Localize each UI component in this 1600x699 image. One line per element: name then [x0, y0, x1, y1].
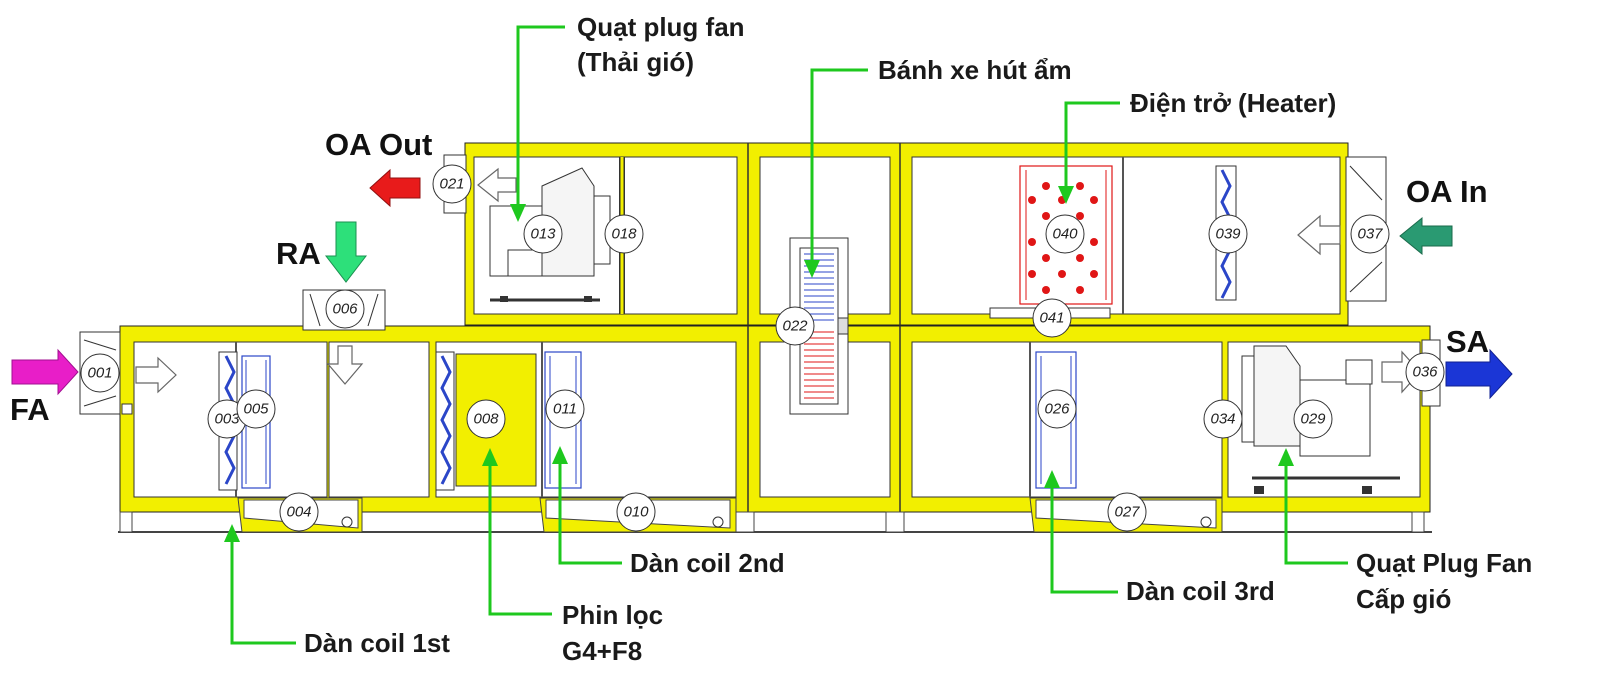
svg-text:018: 018 [611, 226, 637, 243]
svg-text:001: 001 [87, 365, 112, 382]
drain-pans [237, 497, 1223, 533]
ra-flow-arrow [324, 221, 368, 283]
svg-text:003: 003 [214, 411, 240, 428]
leader-exhaust-fan [516, 25, 565, 210]
svg-text:041: 041 [1039, 310, 1064, 327]
tag-011: 011 [545, 389, 585, 429]
svg-text:008: 008 [473, 411, 499, 428]
callout-coil-1st: Dàn coil 1st [304, 628, 450, 658]
svg-text:010: 010 [623, 504, 649, 521]
tag-005: 005 [236, 389, 276, 429]
tag-034: 034 [1203, 399, 1243, 439]
tag-036: 036 [1405, 352, 1445, 392]
airflow-arrow-exhaust [477, 167, 517, 203]
tag-018: 018 [604, 214, 644, 254]
tag-039: 039 [1208, 214, 1248, 254]
tag-001: 001 [80, 353, 120, 393]
svg-text:027: 027 [1114, 504, 1140, 521]
supply-plug-fan [1241, 345, 1400, 494]
svg-text:034: 034 [1210, 411, 1235, 428]
leader-lines [230, 25, 1348, 645]
svg-text:022: 022 [782, 318, 808, 335]
svg-text:029: 029 [1300, 411, 1326, 428]
svg-text:011: 011 [553, 401, 577, 418]
sa-flow-arrow [1445, 348, 1513, 400]
tag-004: 004 [279, 492, 319, 532]
flow-label-sa: SA [1446, 324, 1489, 359]
svg-text:036: 036 [1412, 364, 1438, 381]
svg-text:006: 006 [332, 301, 358, 318]
svg-text:013: 013 [530, 226, 556, 243]
tag-010: 010 [616, 492, 656, 532]
leader-wheel [810, 68, 868, 266]
tag-026: 026 [1037, 389, 1077, 429]
leader-arrowheads [224, 186, 1294, 542]
leader-coil-3rd [1050, 480, 1118, 594]
tag-027: 027 [1107, 492, 1147, 532]
leader-coil-1st [230, 534, 296, 645]
callout-exhaust-fan: Quạt plug fan(Thải gió) [577, 12, 745, 77]
fa-flow-arrow [11, 348, 79, 396]
svg-text:037: 037 [1357, 226, 1383, 243]
tag-003: 003 [207, 399, 247, 439]
airflow-arrow-oa-in [1297, 214, 1341, 256]
leader-heater [1064, 101, 1120, 192]
callout-heater: Điện trở (Heater) [1130, 88, 1336, 118]
tag-006: 006 [325, 289, 365, 329]
tag-022: 022 [775, 306, 815, 346]
svg-text:026: 026 [1044, 401, 1070, 418]
callout-wheel: Bánh xe hút ẩm [878, 55, 1072, 85]
tag-021: 021 [432, 164, 472, 204]
flow-label-oa-in: OA In [1406, 174, 1488, 209]
svg-text:040: 040 [1052, 226, 1078, 243]
tag-008: 008 [466, 399, 506, 439]
flow-label-ra: RA [276, 236, 321, 271]
svg-text:021: 021 [439, 176, 464, 193]
tag-037: 037 [1350, 214, 1390, 254]
upper-deck-frame [464, 142, 1349, 326]
callout-coil-2nd: Dàn coil 2nd [630, 548, 785, 578]
leader-coil-2nd [558, 456, 622, 565]
tag-041: 041 [1032, 298, 1072, 338]
oa-in-flow-arrow [1399, 216, 1453, 256]
tag-bubbles: 001 003 005 004 006 008 011 010 021 013 … [80, 164, 1445, 532]
flow-label-oa-out: OA Out [325, 127, 432, 162]
svg-text:005: 005 [243, 401, 269, 418]
flow-label-fa: FA [10, 392, 50, 427]
tag-040: 040 [1045, 214, 1085, 254]
airflow-arrow-ra-down [326, 345, 364, 385]
svg-text:004: 004 [286, 504, 311, 521]
tag-013: 013 [523, 214, 563, 254]
svg-text:039: 039 [1215, 226, 1241, 243]
airflow-arrow-fa-in [135, 356, 177, 394]
oa-out-flow-arrow [369, 168, 421, 208]
tag-029: 029 [1293, 399, 1333, 439]
callout-coil-3rd: Dàn coil 3rd [1126, 576, 1275, 606]
leader-supply-fan [1284, 458, 1348, 565]
leader-filter [488, 458, 552, 616]
